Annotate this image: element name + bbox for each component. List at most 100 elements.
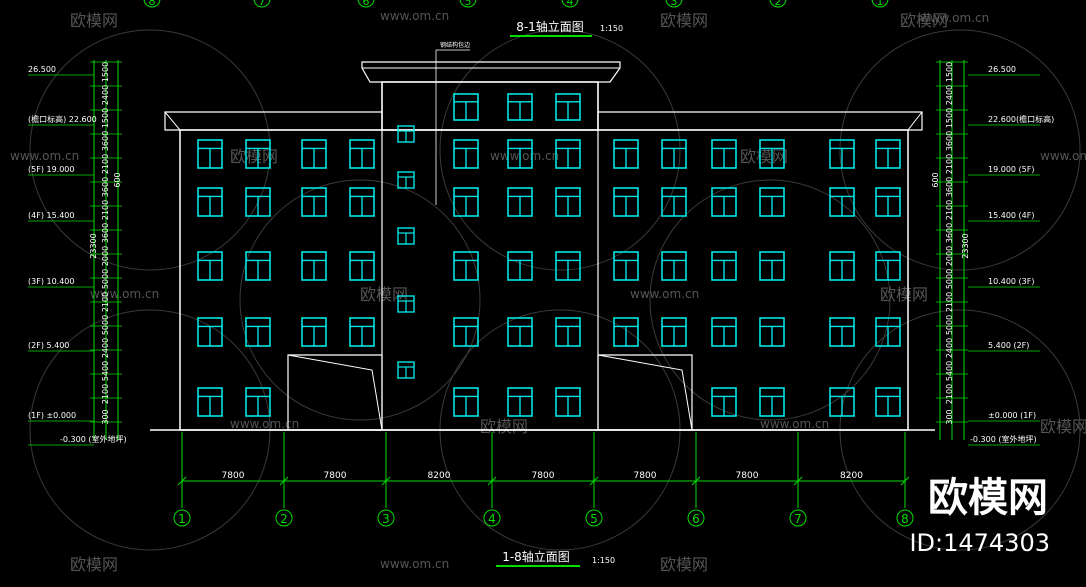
left-elevation-label: (5F) 19.000	[28, 165, 74, 174]
right-vertical-dim-label: 3600	[945, 177, 954, 197]
dim-tick	[177, 476, 187, 486]
dim-tick	[900, 476, 910, 486]
top-title: 8-1轴立面图	[516, 19, 584, 34]
axis-bubble-label: 7	[794, 512, 802, 526]
window	[759, 139, 785, 169]
window	[349, 251, 375, 281]
top-axis-label: 4	[567, 0, 574, 8]
span-dimension-label: 8200	[428, 471, 451, 481]
window	[245, 317, 271, 347]
watermark-site-text: www.om.cn	[380, 9, 449, 23]
axis-bubble	[173, 509, 191, 527]
left-vertical-dim-label: 2000	[101, 246, 110, 266]
axis-bubble-label: 5	[590, 512, 598, 526]
left-vertical-dim-label: 3600	[101, 223, 110, 243]
span-dimension-label: 7800	[736, 471, 759, 481]
right-vertical-dim-label: 2400	[945, 338, 954, 358]
span-dimension-label: 7800	[324, 471, 347, 481]
right-vertical-dim-label: 5000	[945, 269, 954, 289]
right-vertical-dim-label: 2100	[945, 154, 954, 174]
window	[875, 317, 901, 347]
window-grid	[197, 93, 901, 417]
dim-tick	[487, 476, 497, 486]
left-elevation-label: (4F) 15.400	[28, 211, 74, 220]
right-vertical-dim-label: 3600	[945, 131, 954, 151]
right-vertical-dim-label: 5400	[945, 361, 954, 381]
top-axis-bubble	[561, 0, 579, 8]
span-dimension-label: 8200	[840, 471, 863, 481]
window	[829, 139, 855, 169]
window	[711, 387, 737, 417]
left-vertical-dim-label: 2100	[101, 292, 110, 312]
right-elevation-label: ±0.000 (1F)	[988, 411, 1036, 420]
window	[555, 317, 581, 347]
window	[453, 93, 479, 121]
window	[453, 187, 479, 217]
left-total-height-label: 23300	[89, 233, 98, 258]
axis-bubble	[789, 509, 807, 527]
window	[613, 187, 639, 217]
right-elevation-label: 22.600(檐口标高)	[988, 114, 1054, 124]
window	[197, 317, 223, 347]
main-body-outline	[179, 129, 909, 431]
annotation-label: 钢结构包边	[440, 41, 470, 49]
top-scale: 1:150	[600, 24, 623, 33]
right-vertical-dim-label: 300	[945, 409, 954, 424]
window	[711, 187, 737, 217]
left-elevation-label: (檐口标高) 22.600	[28, 114, 97, 124]
window	[197, 387, 223, 417]
dimension-lines	[28, 0, 1040, 567]
window	[349, 139, 375, 169]
left-vertical-dim-label: 1500	[101, 62, 110, 82]
right-vertical-dim-label: 3600	[945, 223, 954, 243]
window	[245, 187, 271, 217]
watermark-brand-text: 欧模网	[880, 285, 928, 304]
left-elevation-label: -0.300 (室外地坪)	[60, 434, 127, 444]
top-axis-label: 6	[363, 0, 370, 8]
watermark-brand-text: 欧模网	[900, 11, 948, 30]
window	[829, 187, 855, 217]
stair-window	[397, 125, 415, 143]
left-vertical-dim-label: 1500	[101, 108, 110, 128]
left-vertical-dim-label: 2100	[101, 200, 110, 220]
left-vertical-dim-label: 2400	[101, 338, 110, 358]
right-eave-slope	[907, 111, 923, 131]
window	[711, 251, 737, 281]
window	[301, 251, 327, 281]
window	[613, 251, 639, 281]
right-vertical-dim-label: 2100	[945, 384, 954, 404]
right-vertical-dim-label: 2100	[945, 292, 954, 312]
window	[661, 251, 687, 281]
axis-bubble-label: 4	[488, 512, 496, 526]
window	[507, 317, 533, 347]
window	[759, 387, 785, 417]
top-axis-bubble	[459, 0, 477, 8]
span-dimension-label: 7800	[222, 471, 245, 481]
axis-bubble	[377, 509, 395, 527]
axis-bubble-label: 3	[382, 512, 390, 526]
window	[453, 139, 479, 169]
top-axis-label: 5	[465, 0, 472, 8]
window	[301, 187, 327, 217]
window	[507, 139, 533, 169]
left-vertical-dim-label: 2100	[101, 384, 110, 404]
window	[555, 387, 581, 417]
watermark-brand-text: 欧模网	[70, 11, 118, 30]
right-total-height-label: 23300	[961, 233, 970, 258]
right-elevation-label: 15.400 (4F)	[988, 211, 1034, 220]
left-vertical-dim-label: 2400	[101, 85, 110, 105]
window	[301, 139, 327, 169]
watermark-brand-text: 欧模网	[480, 417, 528, 436]
left-eave-slope	[164, 111, 181, 131]
stair-window	[397, 295, 415, 313]
watermark-circle	[239, 179, 481, 421]
window	[829, 387, 855, 417]
watermark-site-text: www.om.cn	[630, 287, 699, 301]
dim-tick	[279, 476, 289, 486]
axis-bubble	[483, 509, 501, 527]
central-tower	[381, 81, 599, 131]
watermark-brand-text: 欧模网	[660, 555, 708, 574]
left-vertical-dim-label: 3600	[101, 131, 110, 151]
right-entrance	[597, 354, 693, 431]
